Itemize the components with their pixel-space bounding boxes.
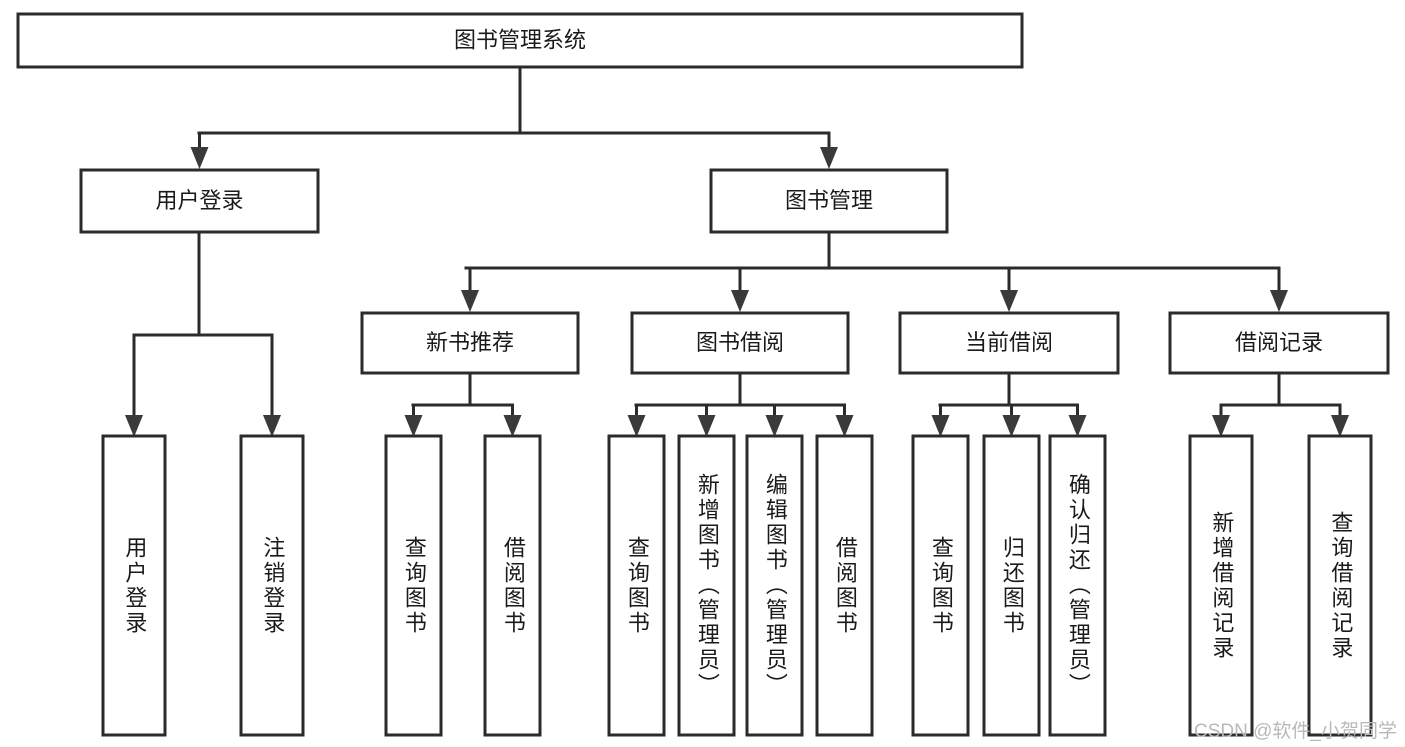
arrow-head-icon-leaf-edit-book-admin — [765, 415, 784, 437]
node-label-current-borrow: 当前借阅 — [965, 330, 1053, 355]
node-box-leaf-query-book-cur[interactable] — [911, 434, 970, 737]
boxes-layer — [16, 12, 1390, 737]
arrow-head-icon-leaf-query-borrow-record — [1331, 415, 1349, 437]
node-box-new-book-rec[interactable] — [360, 311, 580, 375]
connectors-layer — [125, 65, 1349, 437]
node-box-leaf-add-book-admin[interactable] — [677, 434, 736, 737]
node-box-leaf-user-login[interactable] — [101, 434, 167, 737]
node-label-book-manage: 图书管理 — [785, 188, 873, 213]
arrow-head-icon-leaf-add-book-admin — [697, 415, 716, 437]
node-box-leaf-return-book[interactable] — [982, 434, 1041, 737]
arrow-head-icon-leaf-confirm-return — [1068, 415, 1087, 437]
arrow-head-icon-leaf-query-book-cur — [931, 415, 950, 437]
arrow-head-icon-leaf-logout-login — [263, 415, 281, 437]
arrow-head-icon-leaf-query-book-rec — [404, 415, 423, 437]
arrow-head-icon-new-book-rec — [461, 290, 479, 312]
node-box-leaf-logout-login[interactable] — [239, 434, 305, 737]
node-box-current-borrow[interactable] — [898, 311, 1120, 375]
node-label-new-book-rec: 新书推荐 — [426, 330, 514, 355]
node-box-book-borrow[interactable] — [630, 311, 850, 375]
arrow-head-icon-leaf-borrow-book-rec — [503, 415, 522, 437]
node-box-root[interactable] — [16, 12, 1024, 69]
arrow-head-icon-leaf-borrow-book-brw — [835, 415, 854, 437]
arrow-head-icon-book-borrow — [731, 290, 749, 312]
node-label-user-login: 用户登录 — [155, 188, 243, 213]
node-box-leaf-query-borrow-record[interactable] — [1307, 434, 1373, 737]
arrow-head-icon-leaf-return-book — [1002, 415, 1021, 437]
node-box-leaf-add-borrow-record[interactable] — [1188, 434, 1254, 737]
node-box-user-login[interactable] — [79, 168, 320, 234]
node-label-book-borrow: 图书借阅 — [696, 330, 784, 355]
arrow-head-icon-leaf-user-login — [125, 415, 143, 437]
node-box-leaf-confirm-return[interactable] — [1048, 434, 1107, 737]
node-box-leaf-query-book-brw[interactable] — [607, 434, 666, 737]
arrow-head-icon-user-login — [190, 147, 209, 169]
node-box-leaf-borrow-book-rec[interactable] — [483, 434, 542, 737]
arrow-head-icon-leaf-add-borrow-record — [1212, 415, 1230, 437]
node-box-leaf-borrow-book-brw[interactable] — [815, 434, 874, 737]
node-label-borrow-record: 借阅记录 — [1235, 330, 1323, 355]
arrow-head-icon-borrow-record — [1270, 290, 1288, 312]
arrow-head-icon-leaf-query-book-brw — [627, 415, 646, 437]
node-box-book-manage[interactable] — [709, 168, 949, 234]
node-box-leaf-edit-book-admin[interactable] — [745, 434, 804, 737]
node-label-root: 图书管理系统 — [454, 27, 586, 52]
arrow-head-icon-current-borrow — [1000, 290, 1018, 312]
node-box-leaf-query-book-rec[interactable] — [384, 434, 443, 737]
arrow-head-icon-book-manage — [820, 147, 838, 169]
node-box-borrow-record[interactable] — [1168, 311, 1390, 375]
